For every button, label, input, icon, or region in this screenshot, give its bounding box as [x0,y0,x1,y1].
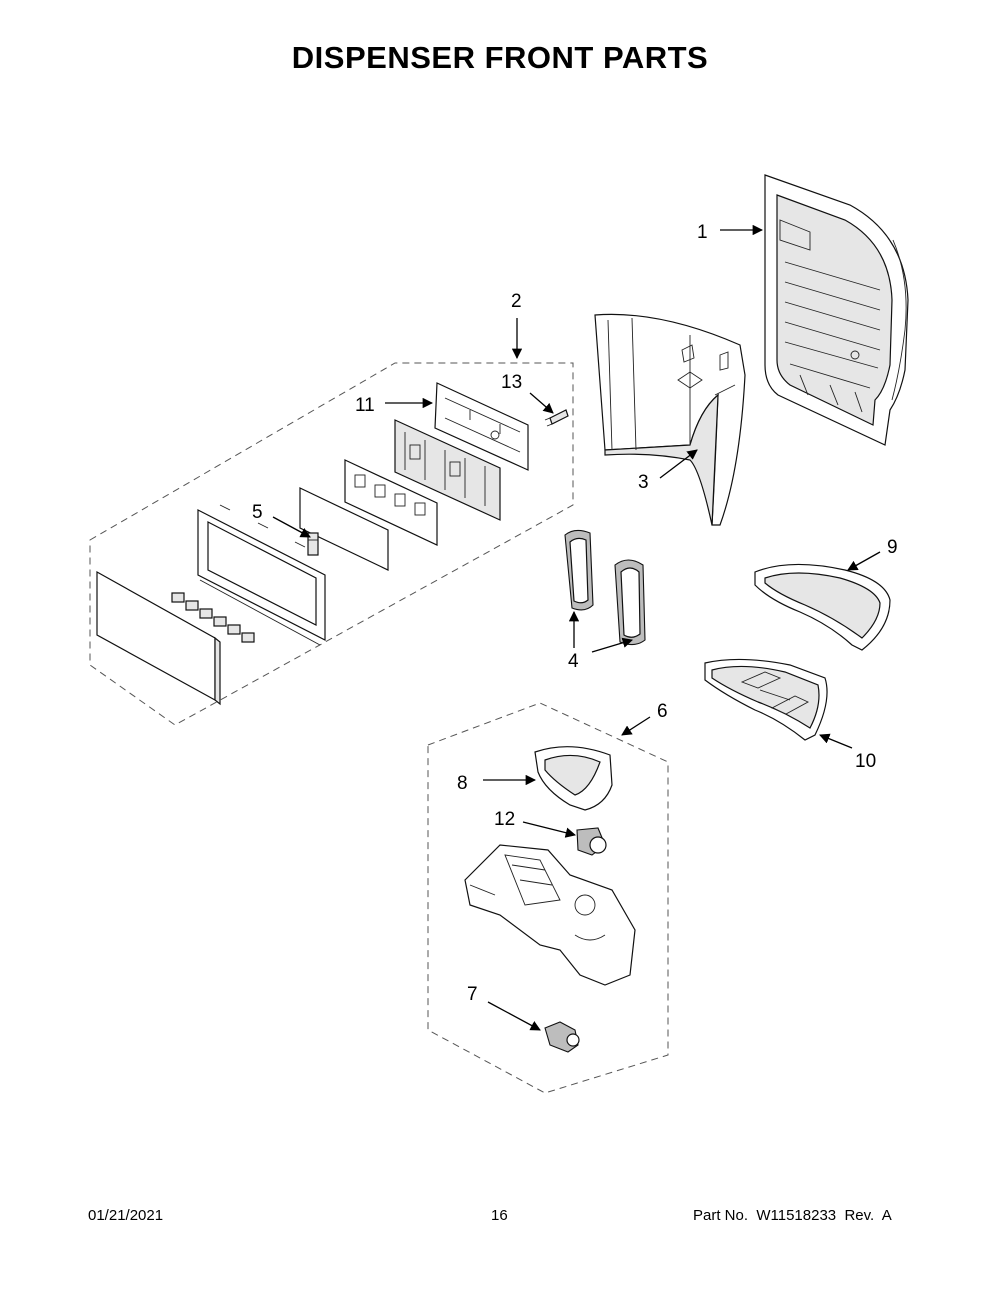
callout-7: 7 [467,984,478,1005]
leader-13 [529,392,554,414]
drip-tray-trim-part [754,563,891,651]
page-title: DISPENSER FRONT PARTS [291,40,709,75]
light-lens-part [564,529,646,646]
leader-12 [522,821,577,838]
control-board-part [394,419,501,521]
solenoid-part [576,827,607,856]
control-assembly-group-outline [89,362,574,726]
callout-12: 12 [494,809,515,830]
screw-part [544,409,569,427]
front-glass-panel-part [96,570,221,706]
callout-1: 1 [697,222,708,243]
drip-tray-part [704,658,828,741]
footer-part-number: Part No. W11518233 Rev. A [693,1207,892,1224]
leader-5 [272,516,311,538]
membrane-part [299,487,389,571]
ice-chute-cover-part [534,746,613,811]
leader-7 [487,1001,541,1031]
leader-9 [847,551,881,571]
button-row-part [171,592,255,643]
callout-6: 6 [657,701,668,722]
callout-4: 4 [568,651,579,672]
callout-9: 9 [887,537,898,558]
dispenser-housing-part [764,174,909,446]
leader-6 [621,716,651,736]
footer-page-number: 16 [491,1207,508,1224]
callout-8: 8 [457,773,468,794]
control-bracket-part [434,382,529,471]
callout-10: 10 [855,751,876,772]
switch-board-part [344,459,438,546]
actuator-assembly-group-outline [427,702,669,1094]
connector-part [307,532,319,556]
leader-4b [591,637,633,653]
callout-2: 2 [511,291,522,312]
callout-11: 11 [355,395,375,416]
footer-date: 01/21/2021 [88,1207,164,1224]
leader-3 [659,449,698,479]
callout-13: 13 [501,372,522,393]
leader-10 [819,733,853,749]
display-frame-part [197,504,326,646]
actuator-base-part [464,844,636,986]
motor-part [544,1021,580,1053]
callout-3: 3 [638,472,649,493]
chute-door-part [594,313,746,526]
callout-5: 5 [252,502,263,523]
